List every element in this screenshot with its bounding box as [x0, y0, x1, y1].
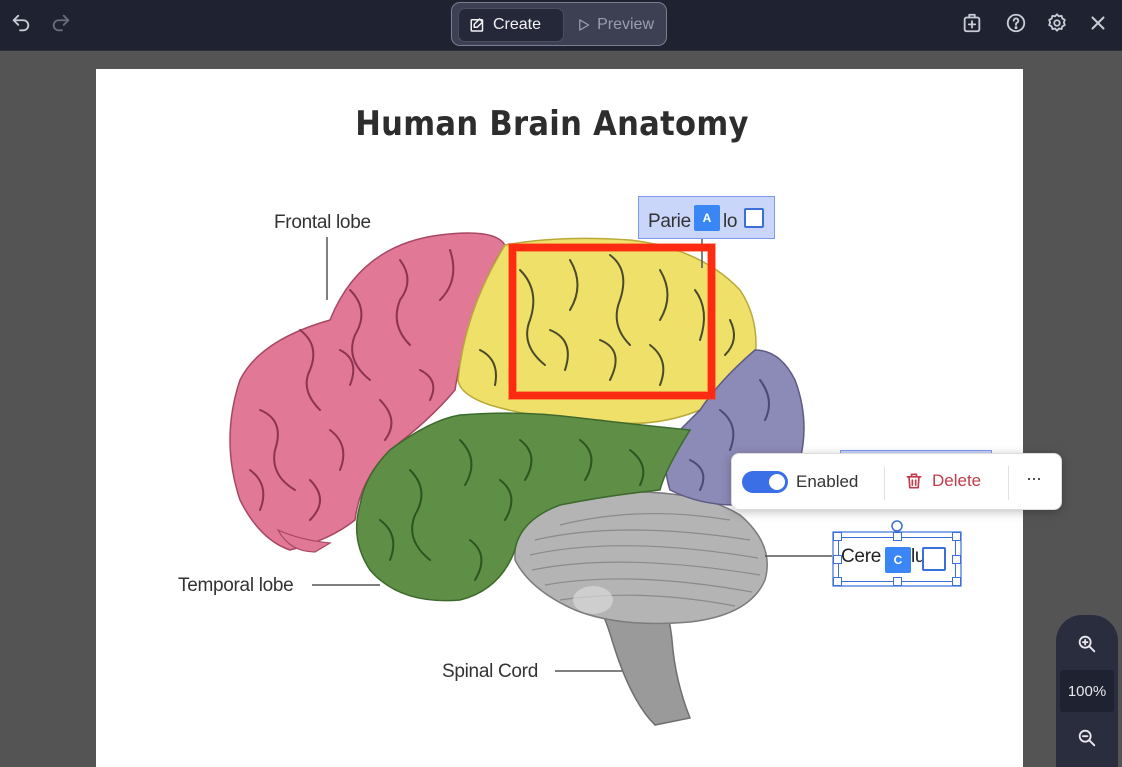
parietal-hotspot[interactable]: Parie lo A: [638, 196, 775, 239]
resize-handle-l[interactable]: [833, 555, 842, 564]
enabled-toggle[interactable]: [742, 471, 788, 493]
hotspot-c-badge[interactable]: C: [885, 547, 911, 573]
toolbar-divider: [884, 466, 885, 500]
redo-icon[interactable]: [48, 10, 74, 36]
create-mode-button[interactable]: Create: [458, 8, 564, 42]
zoom-panel: 100%: [1056, 615, 1118, 767]
slide-title: Human Brain Anatomy: [355, 104, 749, 144]
zoom-out-icon[interactable]: [1073, 724, 1101, 752]
resize-handle-t[interactable]: [893, 532, 902, 541]
cerebellum-label-tail: lu: [911, 546, 926, 567]
delete-button[interactable]: Delete: [904, 470, 981, 492]
resize-handle-r[interactable]: [952, 555, 961, 564]
hotspot-toolbar: Enabled Delete ···: [731, 453, 1062, 510]
editor-topbar: Create Preview: [0, 0, 1122, 51]
zoom-in-icon[interactable]: [1073, 630, 1101, 658]
resize-handle-br[interactable]: [952, 577, 961, 586]
hotspot-c-checkbox[interactable]: [922, 547, 946, 571]
save-template-icon[interactable]: [959, 10, 985, 36]
hotspot-a-checkbox[interactable]: [744, 208, 764, 228]
create-mode-label: Create: [493, 16, 542, 33]
zoom-level: 100%: [1060, 670, 1114, 712]
delete-label: Delete: [932, 471, 982, 490]
enabled-label: Enabled: [796, 472, 859, 491]
spinal-cord-label: Spinal Cord: [442, 661, 538, 682]
settings-icon[interactable]: [1044, 10, 1070, 36]
highlight-frame[interactable]: [509, 244, 715, 399]
parietal-label-tail: lo: [723, 211, 738, 232]
resize-handle-tl[interactable]: [833, 532, 842, 541]
cerebellum-label-text: Cere: [841, 546, 881, 567]
resize-handle-bl[interactable]: [833, 577, 842, 586]
hotspot-a-badge[interactable]: A: [694, 205, 720, 231]
preview-mode-button[interactable]: Preview: [566, 8, 664, 42]
frontal-lobe-label: Frontal lobe: [274, 212, 371, 233]
undo-icon[interactable]: [8, 10, 34, 36]
parietal-label-text: Parie: [648, 211, 691, 232]
help-icon[interactable]: [1003, 10, 1029, 36]
mode-toggle: Create Preview: [451, 2, 667, 46]
preview-mode-label: Preview: [597, 16, 654, 33]
resize-handle-b[interactable]: [893, 577, 902, 586]
close-icon[interactable]: [1085, 10, 1111, 36]
more-options-button[interactable]: ···: [1026, 468, 1042, 488]
toolbar-divider: [1008, 466, 1009, 500]
temporal-lobe-label: Temporal lobe: [178, 575, 294, 596]
resize-handle-tr[interactable]: [952, 532, 961, 541]
play-icon: [579, 19, 590, 31]
edit-icon: [470, 18, 484, 32]
trash-icon: [906, 473, 922, 489]
